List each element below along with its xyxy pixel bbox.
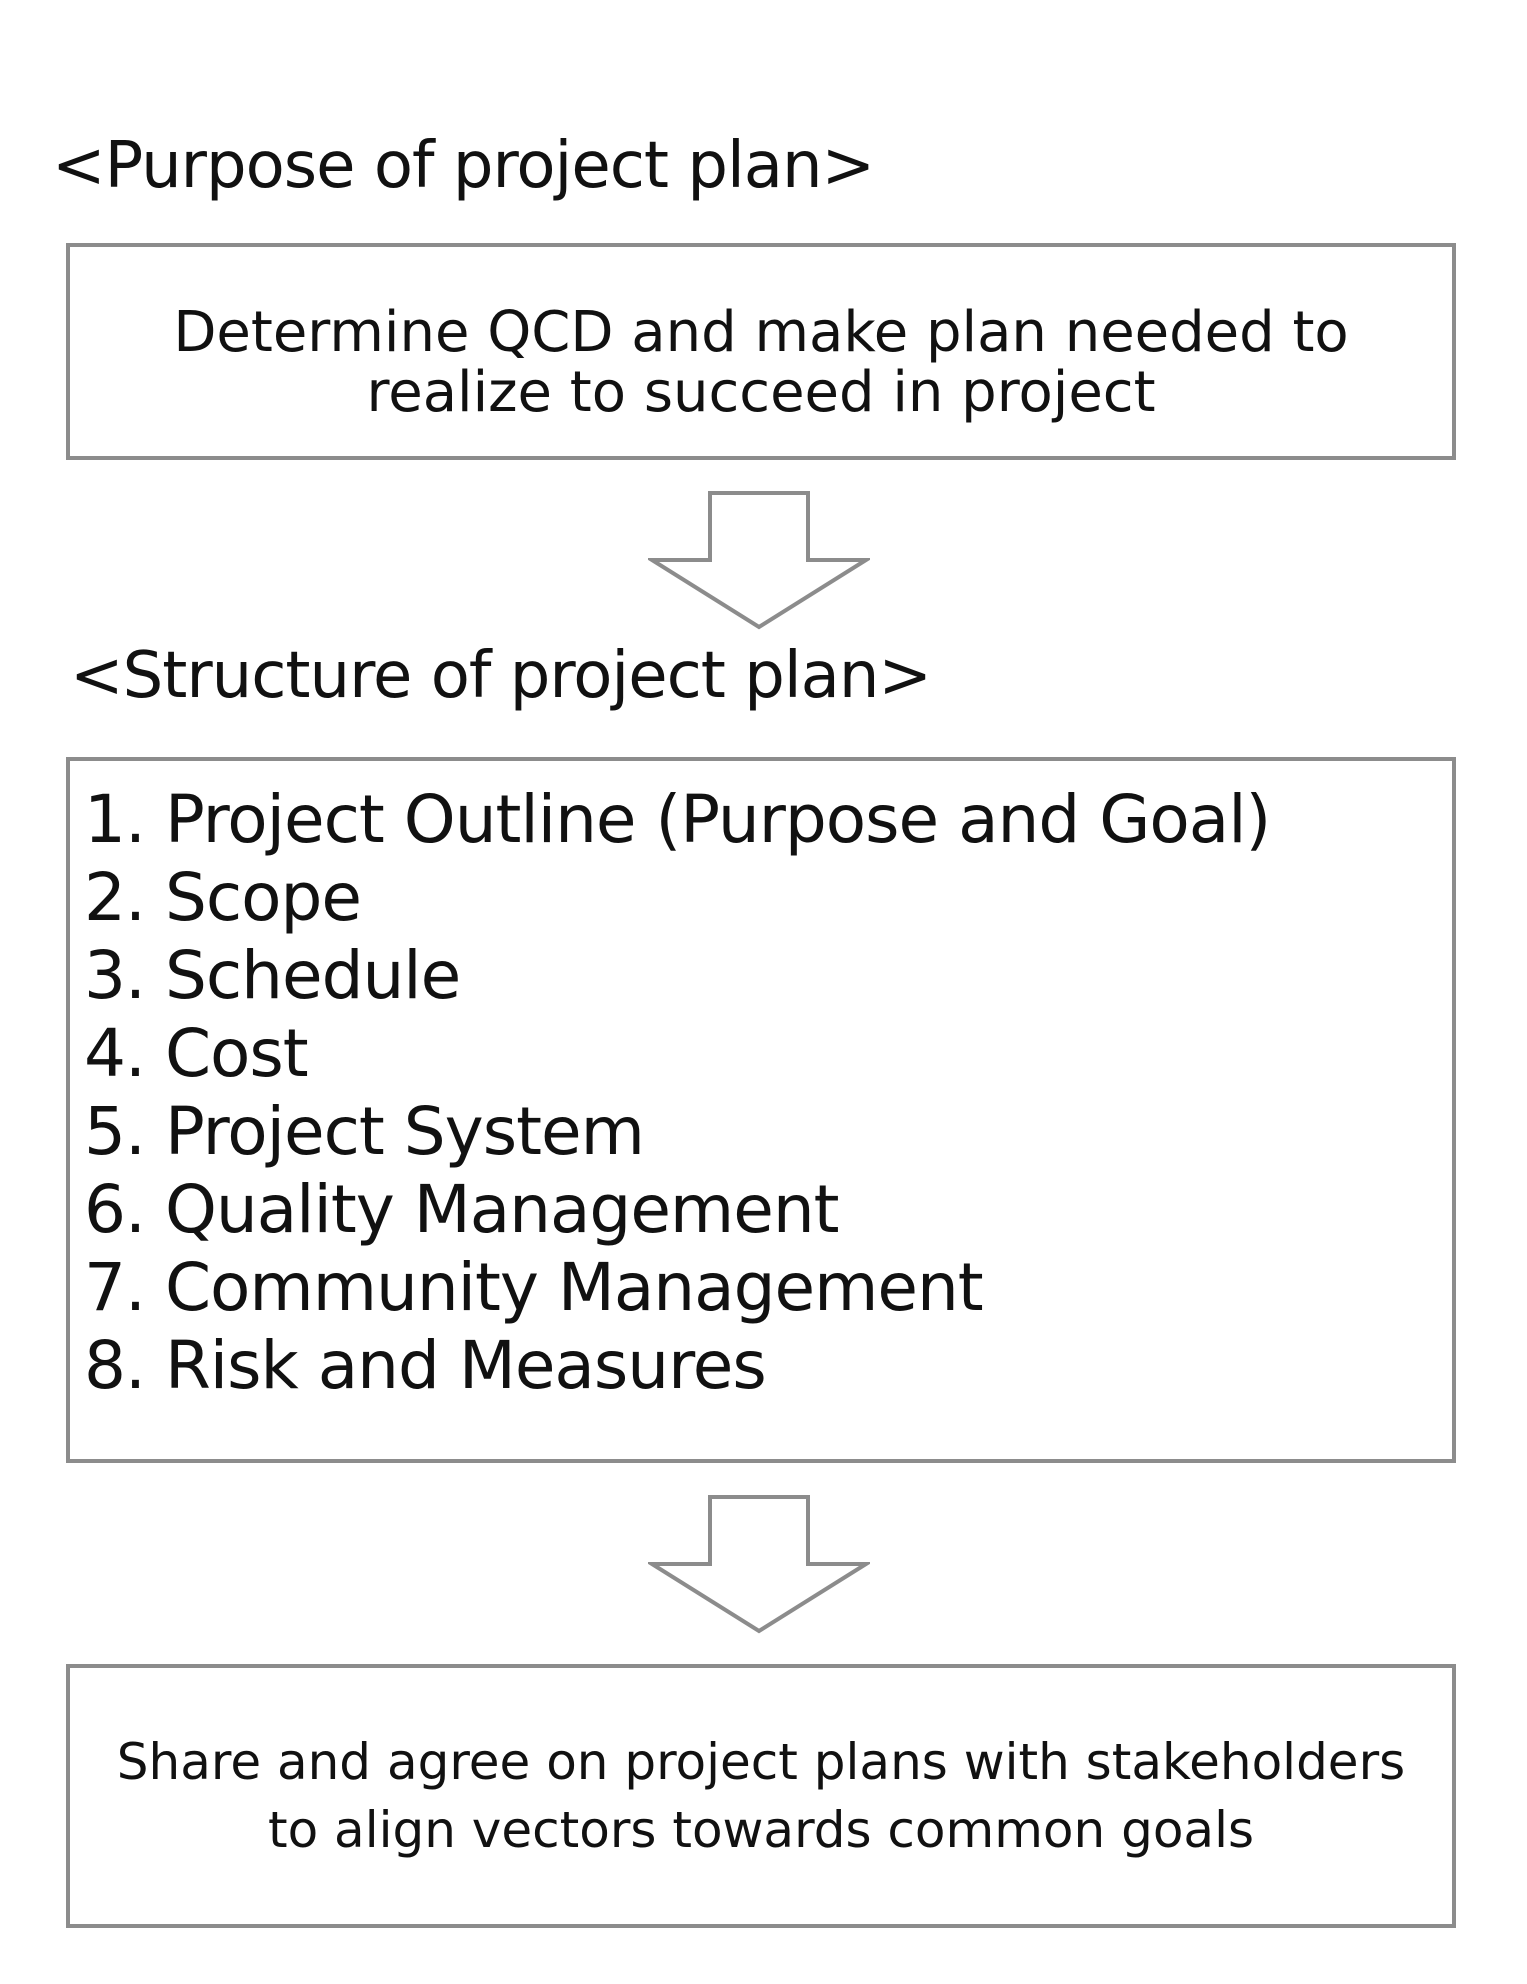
outcome-box: Share and agree on project plans with st… <box>66 1664 1456 1928</box>
structure-item-outline: 1. Project Outline (Purpose and Goal) <box>84 781 1271 858</box>
down-arrow-icon <box>648 1495 870 1634</box>
purpose-text-line-2: realize to succeed in project <box>366 360 1156 425</box>
down-arrow-icon <box>648 491 870 630</box>
structure-item-schedule: 3. Schedule <box>84 937 461 1014</box>
structure-item-quality-management: 6. Quality Management <box>84 1171 840 1248</box>
structure-item-scope: 2. Scope <box>84 859 362 936</box>
outcome-text: Share and agree on project plans with st… <box>70 1728 1452 1864</box>
outcome-text-line-2: to align vectors towards common goals <box>267 1801 1255 1859</box>
structure-list: 1. Project Outline (Purpose and Goal) 2.… <box>84 781 1271 1405</box>
structure-box: 1. Project Outline (Purpose and Goal) 2.… <box>66 757 1456 1463</box>
purpose-heading: <Purpose of project plan> <box>52 129 875 203</box>
structure-item-project-system: 5. Project System <box>84 1093 645 1170</box>
structure-item-cost: 4. Cost <box>84 1015 309 1092</box>
outcome-text-line-1: Share and agree on project plans with st… <box>116 1733 1406 1791</box>
purpose-text: Determine QCD and make plan needed to re… <box>70 303 1452 423</box>
purpose-text-line-1: Determine QCD and make plan needed to <box>173 300 1349 365</box>
structure-item-community-management: 7. Community Management <box>84 1249 984 1326</box>
structure-heading: <Structure of project plan> <box>70 639 932 713</box>
structure-item-risk-and-measures: 8. Risk and Measures <box>84 1327 767 1404</box>
purpose-box: Determine QCD and make plan needed to re… <box>66 243 1456 460</box>
